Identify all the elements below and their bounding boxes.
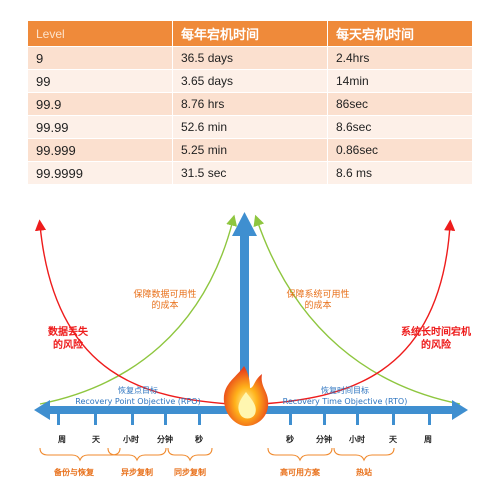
- rpo-label-cn: 恢复点目标: [118, 385, 158, 395]
- cell-yearly: 52.6 min: [172, 115, 328, 139]
- category-braces: [39, 447, 395, 462]
- table-row: 9 36.5 days 2.4hrs: [28, 46, 473, 70]
- cell-level: 9: [28, 46, 173, 70]
- right-tick-label: 秒: [286, 434, 294, 444]
- left-tick-label: 秒: [195, 434, 203, 444]
- left-tick-label: 分钟: [157, 434, 173, 444]
- left-risk-label-line1: 数据丢失: [48, 325, 89, 338]
- right-cost-label-line2: 的成本: [304, 299, 331, 311]
- right-tick-label: 小时: [348, 434, 365, 444]
- left-tick-label: 天: [92, 435, 101, 444]
- right-category-label: 高可用方案: [280, 467, 321, 477]
- cell-daily: 8.6 ms: [327, 161, 473, 184]
- cell-daily: 2.4hrs: [327, 46, 473, 70]
- left-tick-marks: [57, 414, 201, 425]
- left-cost-curve: [39, 214, 238, 405]
- table-row: 99.9 8.76 hrs 86sec: [28, 92, 473, 116]
- right-cost-label-line1: 保障系统可用性: [286, 288, 349, 300]
- table-row: 99.99 52.6 min 8.6sec: [28, 115, 473, 139]
- right-tick-marks: [289, 414, 431, 425]
- table-header-row: Level 每年宕机时间 每天宕机时间: [28, 20, 473, 47]
- fire-icon: [223, 366, 269, 426]
- rpo-label-en: Recovery Point Objective (RPO): [75, 397, 200, 406]
- right-category-label: 热站: [356, 467, 372, 477]
- right-tick-label: 分钟: [316, 434, 332, 444]
- header-level: Level: [28, 20, 173, 47]
- left-cost-label-line2: 的成本: [151, 299, 178, 311]
- left-cost-label-line1: 保障数据可用性: [133, 288, 196, 300]
- cell-daily: 14min: [327, 69, 473, 93]
- header-daily-downtime: 每天宕机时间: [327, 20, 473, 47]
- table-row: 99.9999 31.5 sec 8.6 ms: [28, 161, 473, 184]
- cell-yearly: 31.5 sec: [172, 161, 328, 184]
- cell-level: 99.99: [28, 115, 173, 139]
- cell-daily: 8.6sec: [327, 115, 473, 139]
- cell-level: 99: [28, 69, 173, 93]
- right-risk-label-line2: 的风险: [421, 338, 452, 351]
- right-tick-label: 周: [424, 435, 432, 444]
- left-category-label: 异步复制: [121, 467, 153, 477]
- cell-level: 99.999: [28, 138, 173, 162]
- rto-label-cn: 恢复时间目标: [321, 385, 369, 395]
- right-risk-label-line1: 系统长时间宕机: [401, 325, 471, 338]
- cell-daily: 86sec: [327, 92, 473, 116]
- right-tick-label: 天: [389, 435, 398, 444]
- table-row: 99 3.65 days 14min: [28, 69, 473, 93]
- left-category-label: 备份与恢复: [53, 467, 95, 477]
- right-cost-curve: [253, 214, 461, 405]
- cell-yearly: 36.5 days: [172, 46, 328, 70]
- rto-label-en: Recovery Time Objective (RTO): [283, 397, 408, 406]
- left-tick-label: 周: [58, 435, 66, 444]
- cell-level: 99.9999: [28, 161, 173, 184]
- right-risk-curve: [261, 219, 456, 405]
- header-yearly-downtime: 每年宕机时间: [172, 20, 328, 47]
- cell-yearly: 5.25 min: [172, 138, 328, 162]
- cell-level: 99.9: [28, 92, 173, 116]
- cell-yearly: 8.76 hrs: [172, 92, 328, 116]
- table-row: 99.999 5.25 min 0.86sec: [28, 138, 473, 162]
- left-risk-label-line2: 的风险: [53, 338, 84, 351]
- cell-yearly: 3.65 days: [172, 69, 328, 93]
- vertical-axis-arrow: [232, 212, 257, 380]
- left-risk-curve: [34, 219, 231, 405]
- left-tick-label: 小时: [122, 434, 139, 444]
- availability-table: Level 每年宕机时间 每天宕机时间 9 36.5 days 2.4hrs 9…: [28, 20, 473, 184]
- left-category-label: 同步复制: [174, 467, 206, 477]
- cell-daily: 0.86sec: [327, 138, 473, 162]
